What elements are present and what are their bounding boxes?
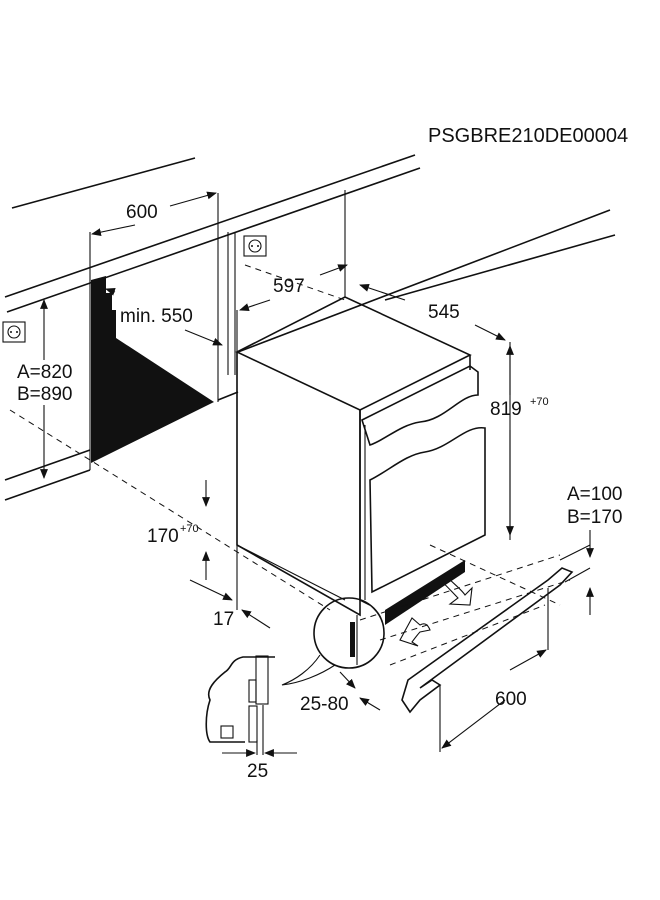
- appliance-width-label: 597: [273, 276, 305, 297]
- kickplate-width-label: 600: [495, 689, 527, 710]
- side-gap-label: 17: [213, 609, 234, 630]
- kickplate: [401, 544, 591, 752]
- power-socket-icon: [243, 235, 267, 257]
- power-socket-icon: [2, 321, 26, 343]
- niche-height-b-label: B=890: [17, 384, 72, 405]
- niche-depth-label: min. 550: [120, 306, 193, 327]
- dimension-lines: [40, 191, 594, 757]
- appliance-depth-label: 545: [428, 302, 460, 323]
- plinth-height-a-label: A=100: [567, 484, 622, 505]
- door-offset-label: 25-80: [300, 694, 349, 715]
- niche-width-label: 600: [126, 202, 158, 223]
- niche: [9, 190, 346, 611]
- airflow-arrow-icon: [399, 574, 473, 647]
- foot-height-tolerance: +70: [180, 523, 199, 535]
- worktop-lines: [4, 154, 616, 501]
- plinth-height-b-label: B=170: [567, 507, 622, 528]
- appliance-height-label: 819: [490, 399, 522, 420]
- appliance-height-tolerance: +70: [530, 396, 549, 408]
- niche-height-a-label: A=820: [17, 362, 72, 383]
- appliance: [235, 296, 571, 666]
- detail-callout: [205, 597, 385, 755]
- drawing-code: PSGBRE210DE00004: [428, 125, 628, 147]
- door-thickness-label: 25: [247, 761, 268, 782]
- foot-height-label: 170: [147, 526, 179, 547]
